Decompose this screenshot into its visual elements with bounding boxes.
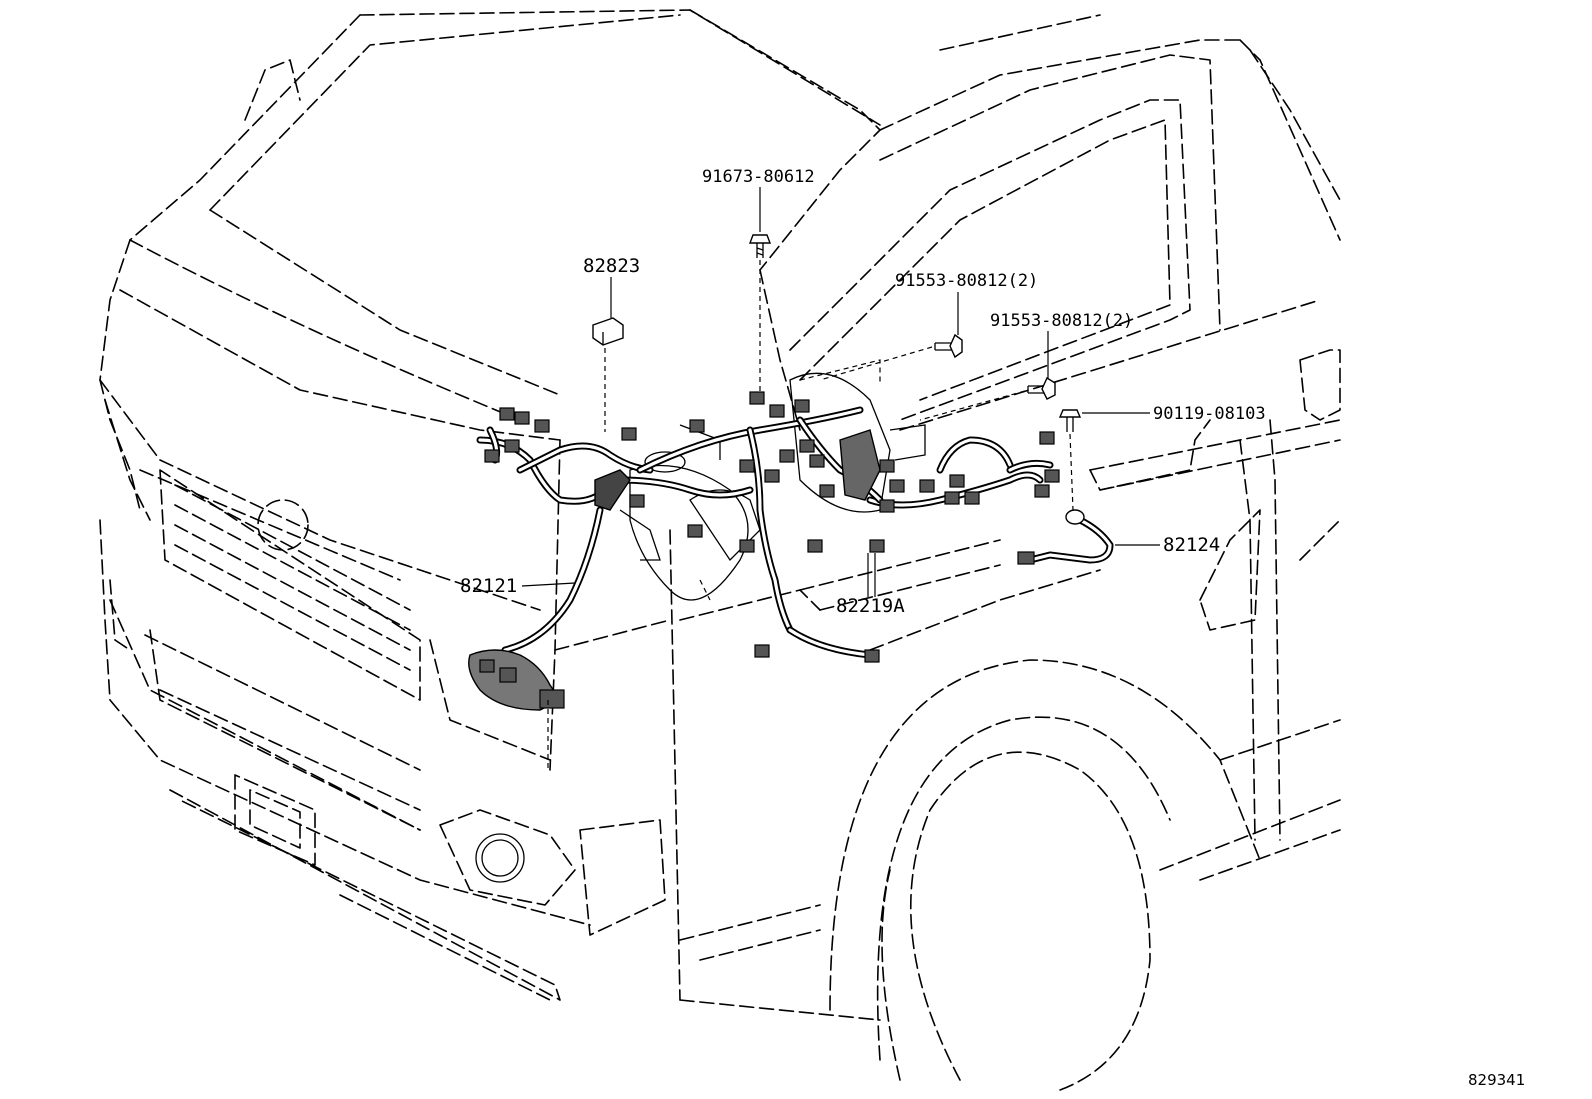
bolt-90119-08103 (1058, 409, 1082, 432)
label-90119-08103: 90119-08103 (1153, 404, 1266, 424)
bolt-91673-80612 (748, 234, 772, 258)
vehicle-body-outline (99, 9, 1341, 1091)
label-82219A: 82219A (836, 595, 905, 617)
label-82124: 82124 (1163, 534, 1220, 556)
leader-lines (521, 187, 1160, 770)
connectors (468, 391, 1060, 711)
label-82823: 82823 (583, 255, 640, 277)
fasteners (592, 234, 1082, 432)
label-91553-80812-a: 91553-80812(2) (895, 271, 1038, 291)
label-91553-80812-b: 91553-80812(2) (990, 311, 1133, 331)
clip-82823 (592, 317, 624, 346)
label-82121: 82121 (460, 575, 517, 597)
label-91673-80612: 91673-80612 (702, 167, 815, 187)
bolt-91553-80812-b (1027, 376, 1056, 400)
sensor-harness-82124 (1017, 509, 1114, 565)
illustration-number: 829341 (1468, 1071, 1525, 1089)
main-harness-82121 (476, 406, 1054, 659)
bolt-91553-80812-a (934, 333, 963, 359)
part-labels: 91673-80612 82823 91553-80812(2) 91553-8… (460, 167, 1266, 617)
